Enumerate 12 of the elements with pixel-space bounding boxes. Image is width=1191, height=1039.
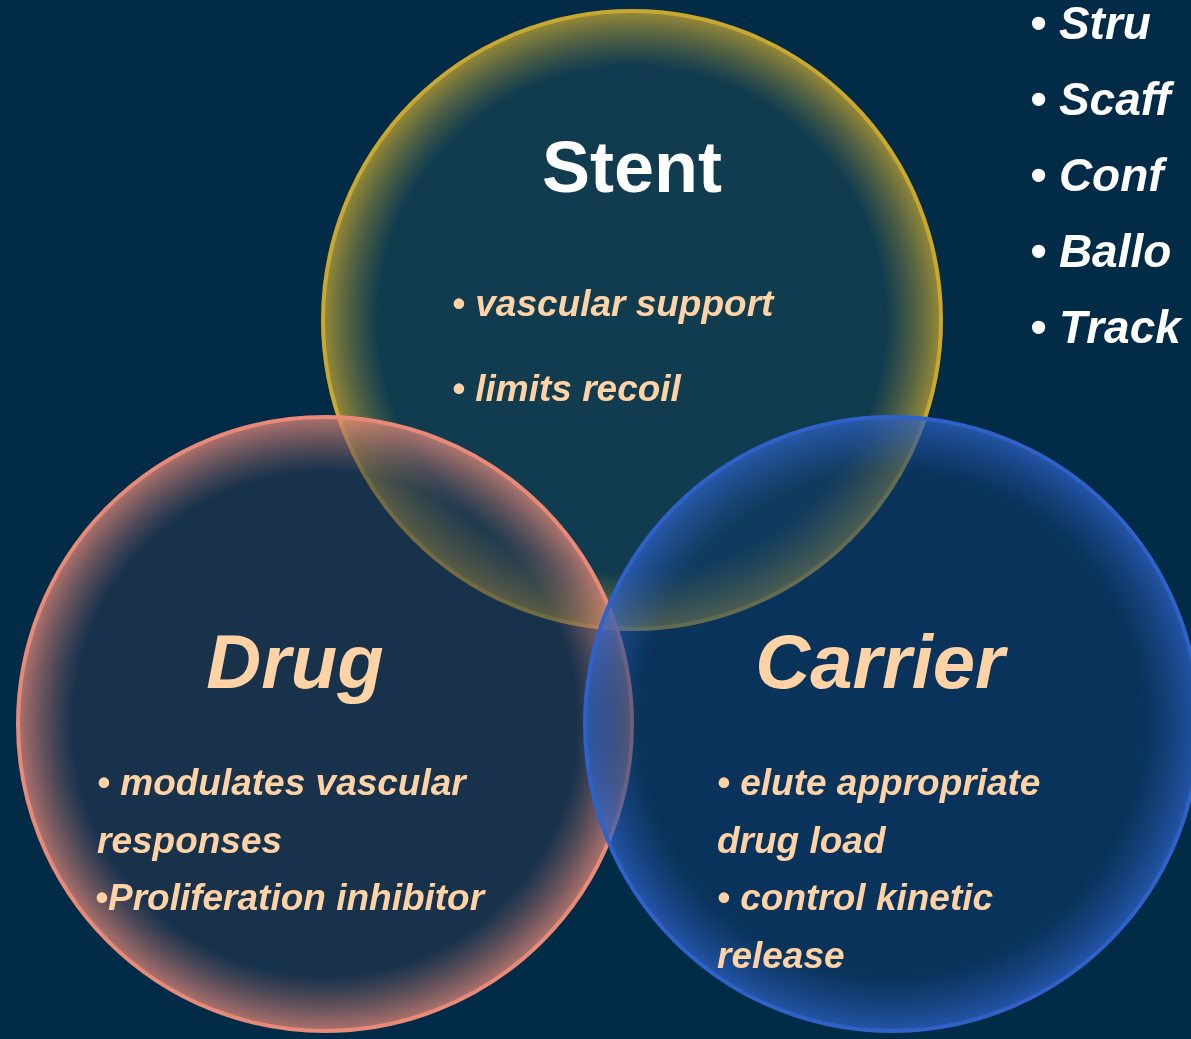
bullet-text: •Proliferation inhibitor [95, 876, 487, 920]
bullet-text: • control kinetic release [717, 876, 995, 978]
circle-title: Stent [541, 126, 723, 208]
bullet-text: • Track [1030, 300, 1181, 354]
bullet-text: • elute appropriate drug load [717, 761, 1042, 863]
bullet-text: • Stru [1030, 0, 1151, 50]
bullet-text: • vascular support [452, 282, 776, 326]
bullet-text: • limits recoil [452, 367, 683, 411]
circle-title: Carrier [680, 618, 1080, 705]
circle-title: Drug [205, 618, 385, 705]
bullet-text: • Ballo [1030, 224, 1172, 278]
bullet-text: • modulates vascular responses [97, 761, 469, 863]
